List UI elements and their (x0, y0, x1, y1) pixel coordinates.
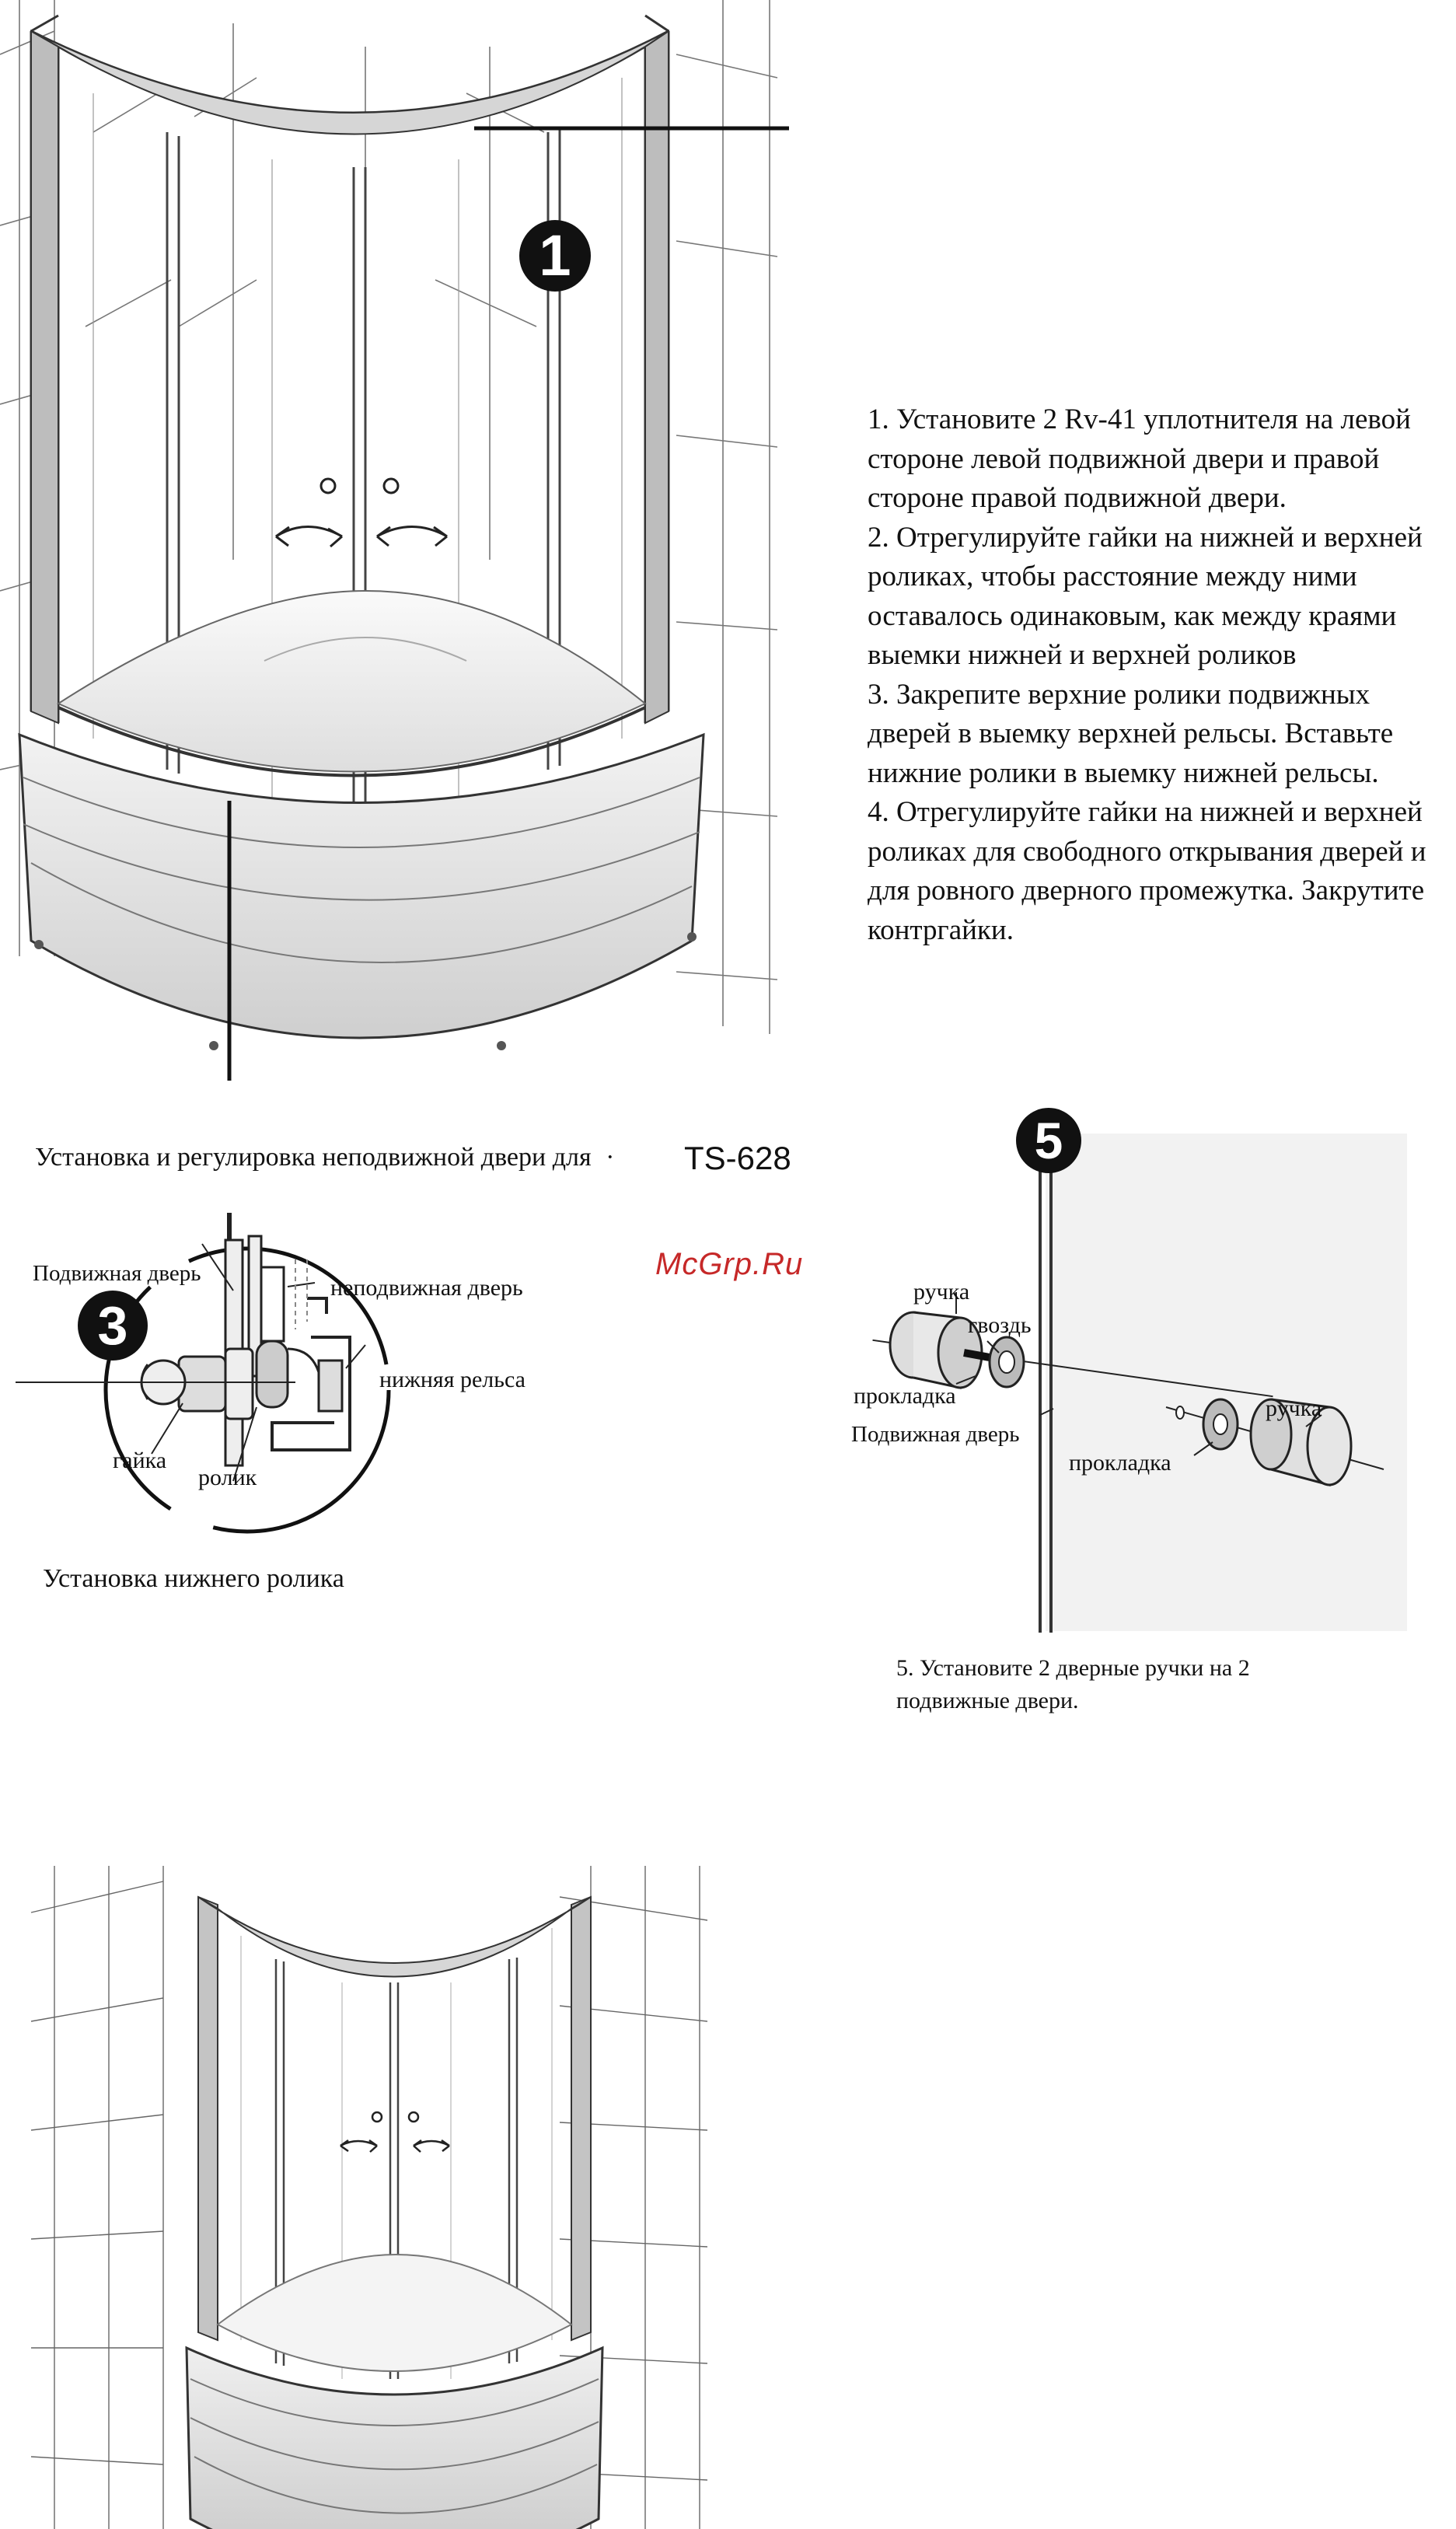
step-5-number: 5 (1034, 1112, 1063, 1169)
step-5-line-1: 5. Установите 2 дверные ручки на 2 (896, 1655, 1250, 1681)
instruction-step-1: 1. Установите 2 Rv-41 уплотнителя на лев… (868, 403, 1411, 514)
label-gasket-right: прокладка (1069, 1450, 1171, 1476)
door-panel-shading (1046, 1134, 1407, 1631)
step-1-number: 1 (539, 223, 571, 288)
label-bottom-rail-3: нижняя рельса (379, 1367, 525, 1392)
fixed-door-caption: Установка и регулировка неподвижной двер… (35, 1143, 614, 1172)
step-5-badge: 5 (1016, 1108, 1081, 1173)
label-nail: гвоздь (968, 1312, 1032, 1338)
label-gasket-left: прокладка (854, 1383, 956, 1409)
label-movable-door-5: Подвижная дверь (851, 1422, 1020, 1447)
fixed-door-caption-mark: · (606, 1143, 615, 1172)
step-3-badge: 3 (78, 1291, 148, 1361)
instruction-step-4: 4. Отрегулируйте гайки на нижней и верхн… (868, 796, 1426, 946)
fixed-door-caption-text: Установка и регулировка неподвижной двер… (35, 1143, 592, 1172)
step-5-instruction: 5. Установите 2 дверные ручки на 2 подви… (896, 1652, 1250, 1717)
shower-cabin-figure-bottom (30, 1866, 708, 2529)
step-1-badge: 1 (519, 220, 591, 292)
label-fixed-door-3: неподвижная дверь (330, 1275, 523, 1301)
bottom-roller-caption: Установка нижнего ролика (43, 1564, 344, 1593)
label-nut-3: гайка (113, 1448, 167, 1473)
shower-cabin-figure-top (0, 0, 789, 1081)
bottom-roller-diagram (16, 1213, 391, 1534)
step-3-number: 3 (97, 1295, 128, 1356)
model-number: TS-628 (684, 1140, 791, 1176)
door-handle-diagram (872, 1166, 1384, 1633)
label-handle-left: ручка (913, 1279, 970, 1305)
instruction-step-2: 2. Отрегулируйте гайки на нижней и верхн… (868, 521, 1423, 672)
watermark: McGrp.Ru (655, 1247, 804, 1281)
label-roller-3: ролик (198, 1465, 257, 1490)
step-5-line-2: подвижные двери. (896, 1688, 1079, 1713)
label-movable-door-3: Подвижная дверь (33, 1261, 201, 1286)
label-handle-right: ручка (1266, 1395, 1322, 1421)
installation-instructions: 1. Установите 2 Rv-41 уплотнителя на лев… (868, 400, 1456, 950)
instruction-step-3: 3. Закрепите верхние ролики подвижных дв… (868, 678, 1394, 789)
